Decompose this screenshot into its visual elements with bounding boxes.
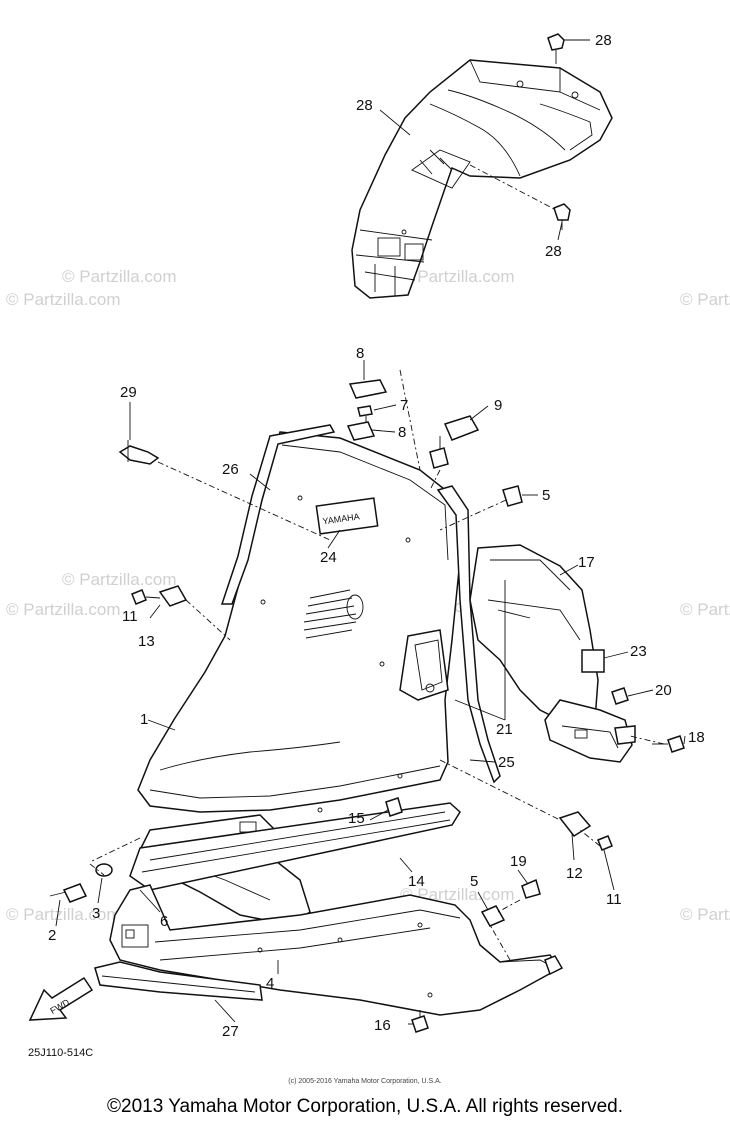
callout-21: 21 (496, 721, 513, 738)
watermark: © Partzilla.com (6, 600, 121, 619)
copyright-footer: ©2013 Yamaha Motor Corporation, U.S.A. A… (107, 1096, 623, 1117)
callout-9: 9 (494, 397, 502, 414)
callout-2: 2 (48, 927, 56, 944)
lower-covers-drawing (94, 802, 564, 1016)
callout-26: 27 (222, 1023, 239, 1040)
callout-6: 6 (160, 913, 168, 930)
watermark: © Partzilla.com (400, 267, 515, 286)
part-code: 25J110-514C (28, 1047, 93, 1059)
callout-19: 19 (510, 853, 527, 870)
callout-28-lower: 28 (545, 243, 562, 260)
callout-13: 13 (138, 633, 155, 650)
vent-grille (303, 589, 364, 639)
callout-20: 20 (655, 682, 672, 699)
callout-5-upper: 5 (542, 487, 550, 504)
callout-25: 26 (222, 461, 239, 478)
callout-11-left: 11 (122, 608, 138, 625)
callout-5-lower: 5 (470, 873, 478, 890)
callout-4: 4 (266, 975, 274, 992)
inner-panel-drawing (469, 544, 636, 763)
callout-29: 29 (120, 384, 137, 401)
callout-12: 12 (566, 865, 583, 882)
callout-24: 25 (498, 754, 515, 771)
callout-14: 14 (408, 873, 425, 890)
callout-15: 15 (348, 810, 365, 827)
watermark: © Partzilla.com (680, 290, 730, 309)
callout-labels: 28 28 28 29 8 7 8 9 5 26 24 17 23 20 18 … (48, 32, 705, 1040)
callout-18: 18 (688, 729, 705, 746)
callout-3: 3 (92, 905, 100, 922)
callout-28-top: 28 (595, 32, 612, 49)
leg-shield-drawing: YAMAHA (137, 431, 461, 813)
watermark: © Partzilla.com (62, 267, 177, 286)
callout-23: 24 (320, 549, 337, 566)
callout-8: 8 (398, 424, 406, 441)
hardware-drawing (49, 379, 685, 1033)
callout-17: 17 (578, 554, 595, 571)
fwd-arrow: FWD (28, 976, 94, 1021)
callout-27: 28 (356, 97, 373, 114)
callout-7: 7 (400, 397, 408, 414)
watermark: © Partzilla.com (6, 905, 121, 924)
callout-22: 23 (630, 643, 647, 660)
watermark: © Partzilla.com (62, 570, 177, 589)
small-copyright: (c) 2005-2016 Yamaha Motor Corporation, … (288, 1078, 441, 1085)
callout-16: 16 (374, 1017, 391, 1034)
callout-11-right: 11 (606, 891, 622, 908)
watermark: © Partzilla.com (680, 905, 730, 924)
trim-strips-drawing (220, 424, 501, 784)
watermark: © Partzilla.com (6, 290, 121, 309)
callout-10: 8 (356, 345, 364, 362)
watermark: © Partzilla.com (680, 600, 730, 619)
callout-1: 1 (140, 711, 148, 728)
rear-fender-drawing (351, 33, 613, 299)
leader-lines (55, 39, 686, 1025)
